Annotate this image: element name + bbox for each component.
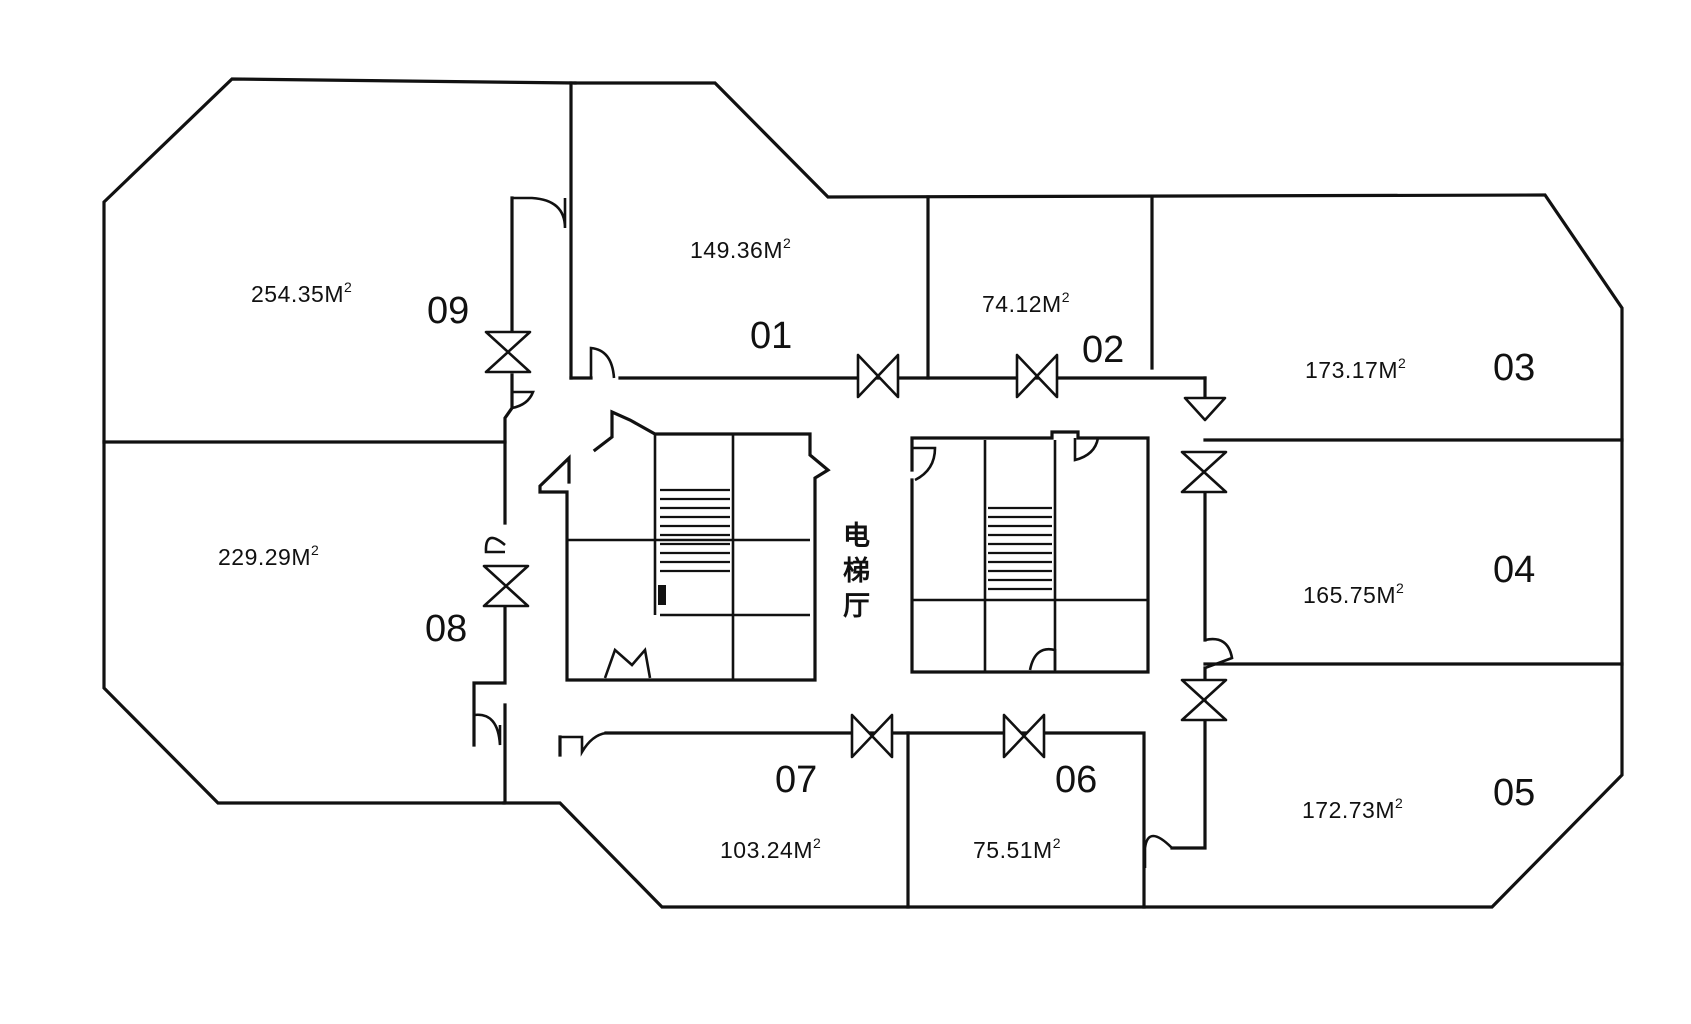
valve-vertical-05	[1180, 678, 1228, 722]
area-label-05: 172.73M2	[1302, 795, 1403, 823]
valve-horizontal-02	[1015, 353, 1059, 399]
stairs-west	[658, 488, 730, 605]
valve-half-03	[1183, 396, 1227, 422]
unit-number-04: 04	[1493, 549, 1535, 591]
valve-horizontal-01	[856, 353, 900, 399]
stairs-east	[988, 506, 1052, 591]
door-stair-east-bottom	[1028, 647, 1057, 671]
unit-number-02: 02	[1082, 329, 1124, 371]
door-stair-east	[1073, 437, 1100, 462]
unit-number-06: 06	[1055, 759, 1097, 801]
door-04-bottom	[1204, 637, 1234, 670]
lobby-label-line3: 厅	[843, 591, 870, 622]
area-label-06: 75.51M2	[973, 835, 1061, 863]
lobby-label-line1: 电	[843, 521, 870, 552]
wall-corridor-east	[1170, 376, 1207, 850]
door-06-corner	[1143, 834, 1173, 868]
door-09-top	[512, 196, 567, 229]
valve-symbols	[482, 330, 1228, 759]
unit-number-08: 08	[425, 608, 467, 650]
lobby-label-line2: 梯	[843, 556, 870, 587]
door-08-top	[484, 536, 506, 554]
valve-horizontal-07	[850, 713, 894, 759]
door-08-bottom	[473, 713, 502, 746]
door-09-bottom	[511, 390, 535, 410]
unit-number-09: 09	[427, 290, 469, 332]
unit-number-03: 03	[1493, 347, 1535, 389]
area-label-03: 173.17M2	[1305, 355, 1406, 383]
stair-core-west	[538, 409, 831, 682]
unit-number-07: 07	[775, 759, 817, 801]
unit-number-01: 01	[750, 315, 792, 357]
stair-core-east-grid	[912, 440, 1148, 672]
outer-wall-north-block	[502, 81, 1624, 909]
wall-units-06-07-north	[558, 731, 1146, 909]
valve-vertical-09	[484, 330, 532, 374]
wall-corridor-west	[472, 196, 514, 802]
valve-horizontal-06	[1002, 713, 1046, 759]
door-01-corner	[589, 346, 616, 379]
area-label-04: 165.75M2	[1303, 580, 1404, 608]
unit-number-05: 05	[1493, 772, 1535, 814]
valve-vertical-08	[482, 564, 530, 608]
valve-vertical-04	[1180, 450, 1228, 494]
area-label-01: 149.36M2	[690, 235, 791, 263]
area-label-02: 74.12M2	[982, 289, 1070, 317]
area-label-07: 103.24M2	[720, 835, 821, 863]
outer-wall-west-block	[102, 77, 577, 805]
stair-core-east	[910, 430, 1150, 674]
door-stair-west	[603, 647, 652, 679]
area-label-08: 229.29M2	[218, 542, 319, 570]
stair-core-west-grid	[567, 434, 810, 680]
area-label-09: 254.35M2	[251, 279, 352, 307]
door-07-corner	[560, 731, 607, 757]
